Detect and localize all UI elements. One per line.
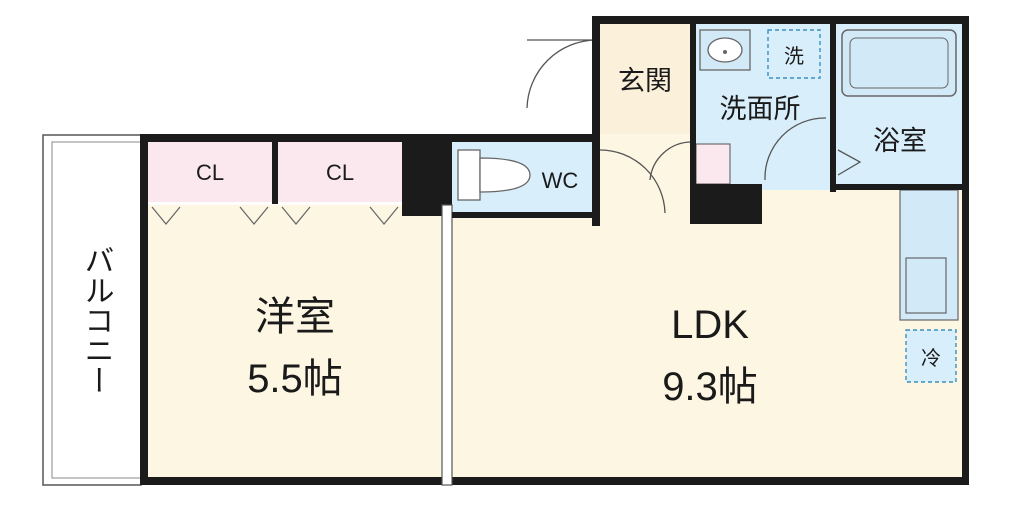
door-swings: [526, 39, 862, 214]
closet-1-floor: [148, 142, 272, 202]
ldk-name: LDK: [671, 303, 749, 347]
western-room-floor: [148, 205, 442, 477]
kitchen-counter: [899, 189, 959, 321]
western-room-size: 5.5帖: [247, 357, 343, 401]
washbasin: [699, 29, 751, 71]
washroom-label: 洗面所: [720, 94, 801, 124]
walls: [140, 16, 969, 486]
closet-1-label: CL: [196, 160, 224, 185]
closet-2-label: CL: [326, 160, 354, 185]
western-room-name: 洋室: [255, 295, 335, 339]
wc-label: WC: [542, 168, 579, 193]
hall-floor: [600, 134, 690, 214]
washer-label: 洗: [784, 45, 804, 68]
balcony-label: バルコニー: [79, 245, 114, 395]
fridge-label: 冷: [921, 347, 941, 370]
ldk-size: 9.3帖: [662, 365, 758, 409]
closet-fold-doors: [151, 206, 399, 225]
balcony: [42, 134, 142, 486]
entrance-label: 玄関: [618, 66, 672, 96]
closet-2-floor: [278, 142, 402, 202]
bath-label: 浴室: [873, 126, 927, 156]
washer-space: 洗: [767, 29, 821, 79]
ldk-floor: [452, 190, 962, 477]
bathtub: [841, 29, 957, 97]
entrance-floor: [600, 24, 690, 134]
toilet: [457, 149, 531, 201]
hall-pink: [695, 143, 731, 185]
fridge-space: 冷: [905, 329, 957, 383]
